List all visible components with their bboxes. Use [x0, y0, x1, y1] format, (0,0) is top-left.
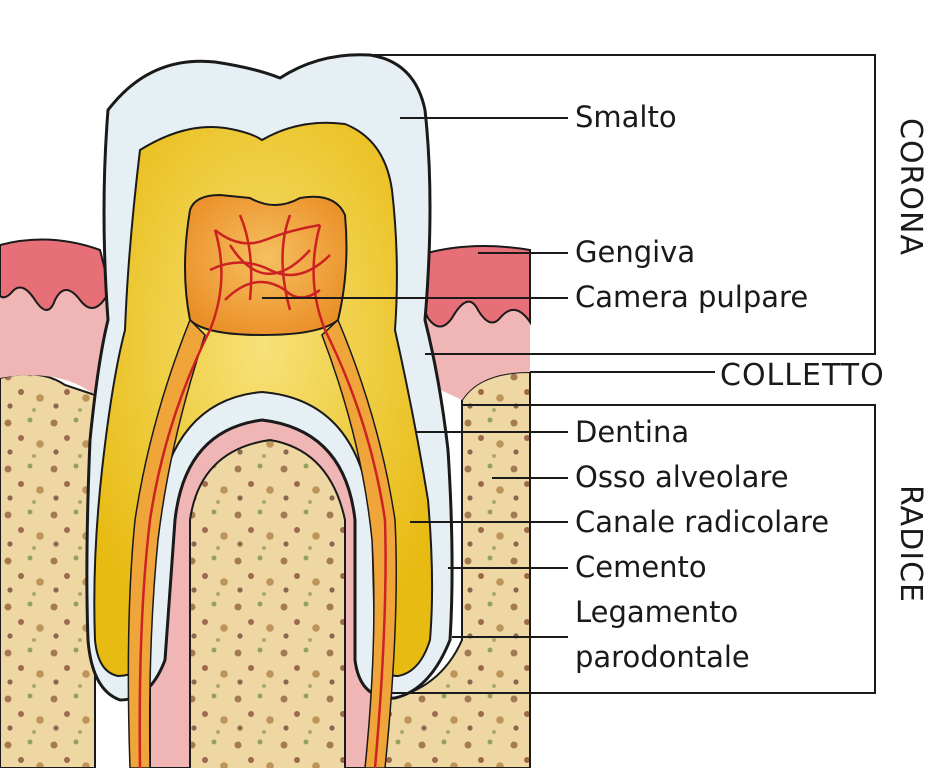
bone-area [0, 370, 531, 768]
label-camera-pulpare: Camera pulpare [575, 280, 809, 314]
label-legamento-line2: parodontale [575, 640, 750, 674]
section-corona: CORONA [893, 118, 928, 256]
label-smalto: Smalto [575, 100, 677, 134]
label-legamento-line1: Legamento [575, 595, 739, 629]
label-canale-radicolare: Canale radicolare [575, 505, 830, 539]
gum-area [0, 238, 531, 768]
label-gengiva: Gengiva [575, 235, 696, 269]
section-colletto: COLLETTO [720, 358, 885, 393]
section-radice: RADICE [893, 485, 928, 604]
label-osso-alveolare: Osso alveolare [575, 460, 789, 494]
label-dentina: Dentina [575, 415, 690, 449]
label-cemento: Cemento [575, 550, 707, 584]
leader-lines [262, 54, 876, 694]
